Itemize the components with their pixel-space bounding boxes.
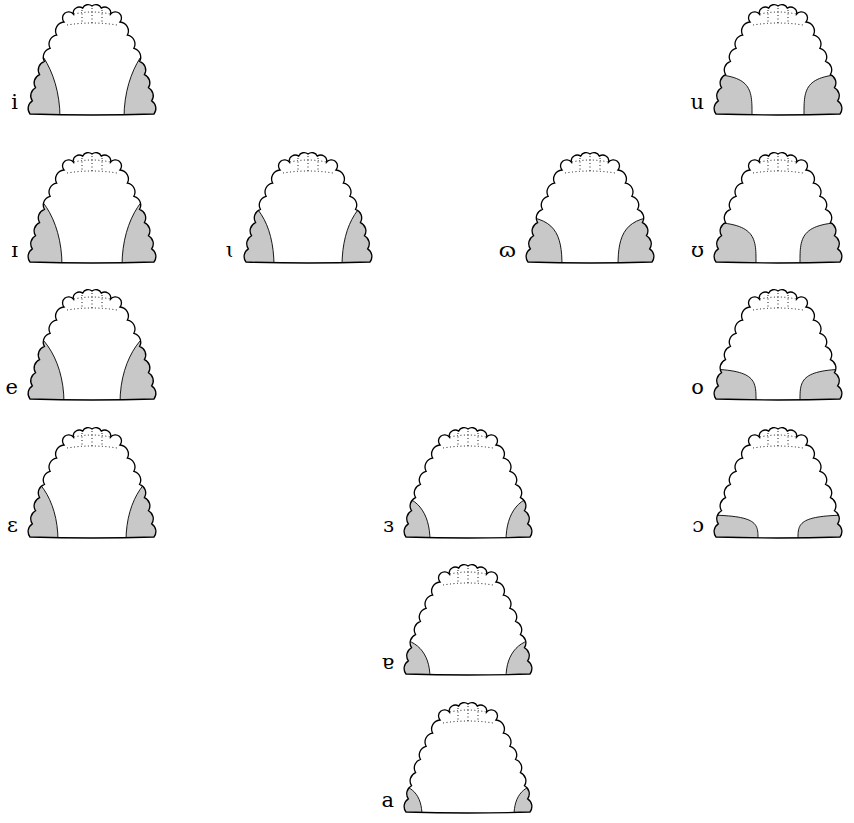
contact-area <box>16 325 64 403</box>
vowel-symbol: u <box>690 92 704 113</box>
palatogram <box>392 703 544 816</box>
contact-area <box>702 369 756 403</box>
vowel-symbol: ʊ <box>691 240 704 261</box>
teeth-dots <box>283 156 333 173</box>
contact-area <box>124 36 168 118</box>
vowel-symbol: o <box>691 377 704 398</box>
palate-outline <box>28 290 156 400</box>
palatogram <box>702 290 854 403</box>
contact-area <box>702 74 752 118</box>
teeth-dots <box>67 293 117 310</box>
vowel-symbol: ɩ <box>226 240 234 261</box>
contact-area <box>702 222 756 266</box>
palate-outline <box>714 5 842 115</box>
teeth-dots <box>67 8 117 25</box>
teeth-dots <box>565 156 615 173</box>
palatogram <box>702 5 854 118</box>
teeth-dots <box>443 431 493 448</box>
contact-area <box>122 186 168 266</box>
contact-area <box>618 216 666 266</box>
teeth-dots <box>443 568 493 585</box>
palate-outline <box>244 153 372 263</box>
contact-area <box>506 638 544 678</box>
contact-area <box>16 186 62 266</box>
palate-outline <box>526 153 654 263</box>
palatogram <box>392 565 544 678</box>
contact-area <box>392 638 430 678</box>
teeth-dots <box>753 156 803 173</box>
palate-outline <box>714 290 842 400</box>
teeth-dots <box>753 8 803 25</box>
contact-area <box>514 216 562 266</box>
palatogram <box>232 153 384 266</box>
palatogram <box>514 153 666 266</box>
teeth-dots <box>67 156 117 173</box>
contact-area <box>16 471 58 541</box>
teeth-dots <box>443 706 493 723</box>
palatogram <box>702 153 854 266</box>
palate-outline <box>714 428 842 538</box>
teeth-dots <box>753 431 803 448</box>
vowel-symbol: i <box>11 92 18 113</box>
vowel-symbol: a <box>381 790 394 811</box>
palatogram <box>16 428 168 541</box>
vowel-symbol: ɪ <box>11 240 18 261</box>
teeth-dots <box>753 293 803 310</box>
palate-outline <box>404 565 532 675</box>
vowel-symbol: ɐ <box>381 652 394 673</box>
palatogram <box>702 428 854 541</box>
palatogram <box>16 5 168 118</box>
vowel-symbol: ɜ <box>383 515 394 536</box>
contact-area <box>800 369 854 403</box>
contact-area <box>232 196 274 266</box>
palatogram <box>16 290 168 403</box>
palate-outline <box>28 428 156 538</box>
contact-area <box>342 196 384 266</box>
contact-area <box>800 222 854 266</box>
contact-area <box>804 74 854 118</box>
palate-outline <box>28 153 156 263</box>
vowel-symbol: ɷ <box>499 240 516 261</box>
vowel-symbol: e <box>6 377 18 398</box>
contact-area <box>126 471 168 541</box>
palate-outline <box>714 153 842 263</box>
vowel-symbol: ɛ <box>7 515 18 536</box>
palatogram <box>16 153 168 266</box>
palate-outline <box>404 703 532 813</box>
contact-area <box>16 36 60 118</box>
palate-outline <box>28 5 156 115</box>
vowel-symbol: ɔ <box>692 515 704 536</box>
contact-area <box>120 325 168 403</box>
teeth-dots <box>67 431 117 448</box>
palate-outline <box>404 428 532 538</box>
palatogram <box>392 428 544 541</box>
